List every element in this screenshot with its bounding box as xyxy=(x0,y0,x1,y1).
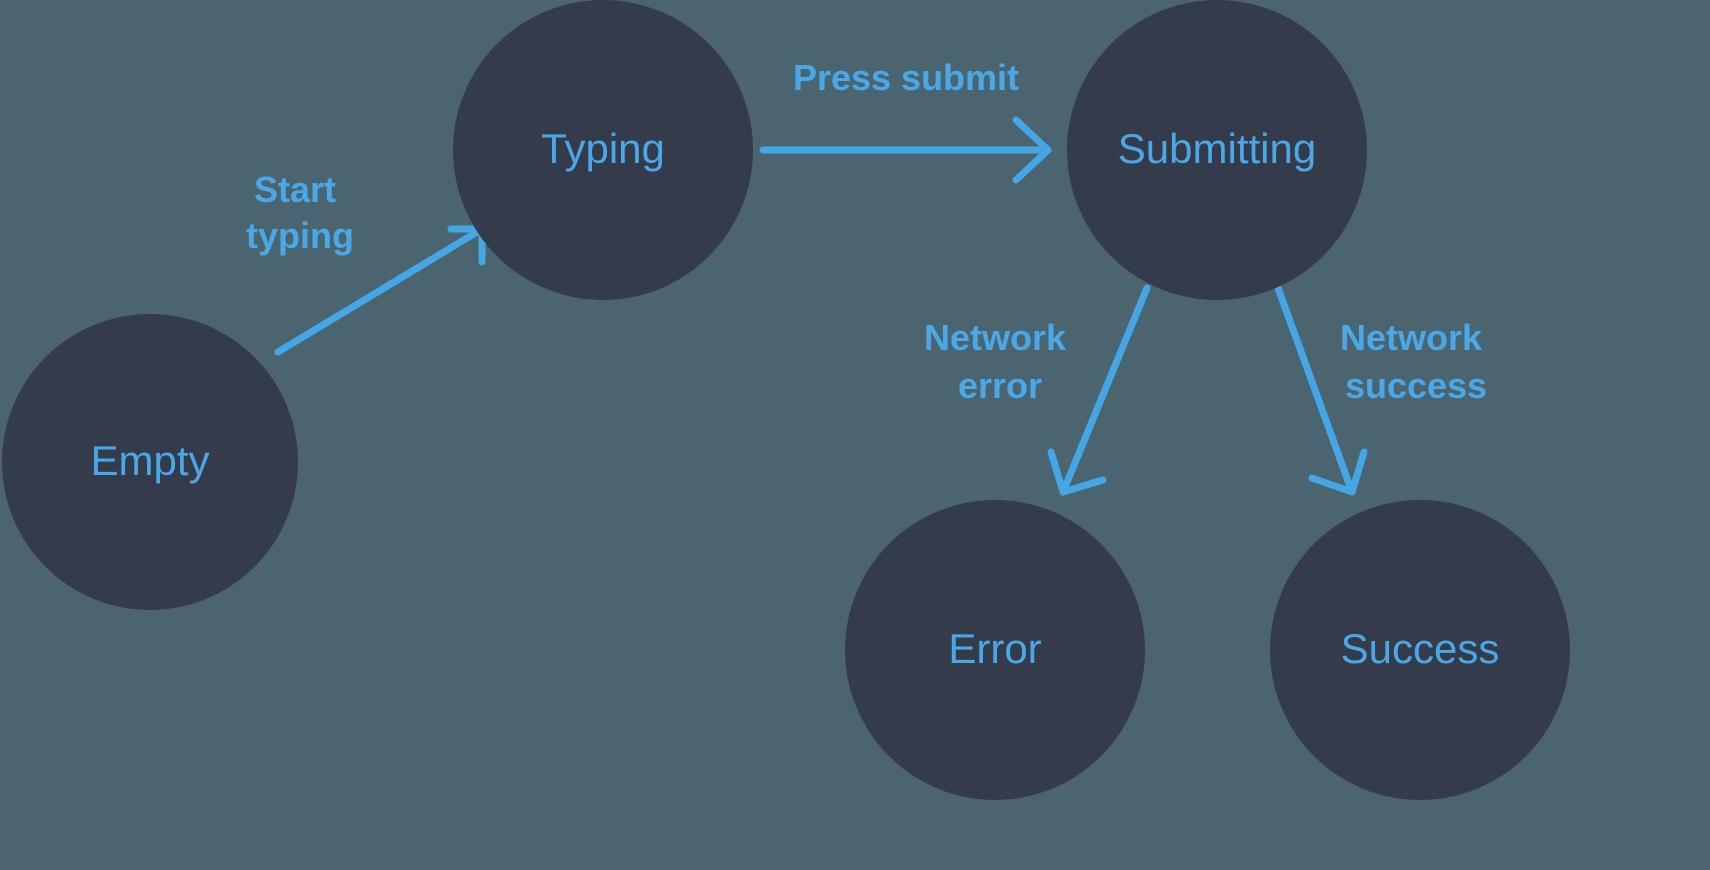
transition-line xyxy=(274,225,486,356)
transition-network-error: Network error xyxy=(924,284,1151,496)
transition-label-line: error xyxy=(958,365,1042,406)
state-node-label: Submitting xyxy=(1118,125,1316,172)
transition-label-line: Network xyxy=(924,317,1067,358)
state-node-label: Error xyxy=(948,625,1041,672)
transition-label-press-submit: Press submit xyxy=(793,57,1019,98)
state-node-submitting[interactable]: Submitting xyxy=(1067,0,1367,300)
state-node-shape[interactable] xyxy=(2,314,298,610)
state-node-empty[interactable]: Empty xyxy=(2,314,298,610)
state-node-success[interactable]: Success xyxy=(1270,500,1570,800)
transition-network-success: Network success xyxy=(1274,284,1492,496)
transition-line xyxy=(1274,284,1356,496)
transition-label-line: success xyxy=(1345,365,1487,406)
state-node-shape[interactable] xyxy=(1270,500,1570,800)
transition-label-network-success: Network success xyxy=(1340,317,1492,406)
state-node-typing[interactable]: Typing xyxy=(453,0,753,300)
transition-label-line: Press submit xyxy=(793,57,1019,98)
state-node-shape[interactable] xyxy=(845,500,1145,800)
state-node-shape[interactable] xyxy=(1067,0,1367,300)
state-node-error[interactable]: Error xyxy=(845,500,1145,800)
transition-label-line: Network xyxy=(1340,317,1483,358)
transition-line xyxy=(1059,284,1151,496)
state-node-label: Success xyxy=(1341,625,1500,672)
state-node-shape[interactable] xyxy=(453,0,753,300)
transition-label-start-typing: Start typing xyxy=(246,169,354,256)
transition-press-submit: Press submit xyxy=(759,57,1052,184)
arrowhead-icon xyxy=(1012,116,1052,184)
transition-label-network-error: Network error xyxy=(924,317,1076,406)
transition-label-line: Start xyxy=(254,169,336,210)
transition-label-line: typing xyxy=(246,215,354,256)
state-node-label: Empty xyxy=(90,437,209,484)
transition-start-typing: Start typing xyxy=(246,169,486,356)
state-node-label: Typing xyxy=(541,125,665,172)
arrowhead-icon xyxy=(1047,448,1107,496)
arrowhead-icon xyxy=(1308,448,1368,496)
